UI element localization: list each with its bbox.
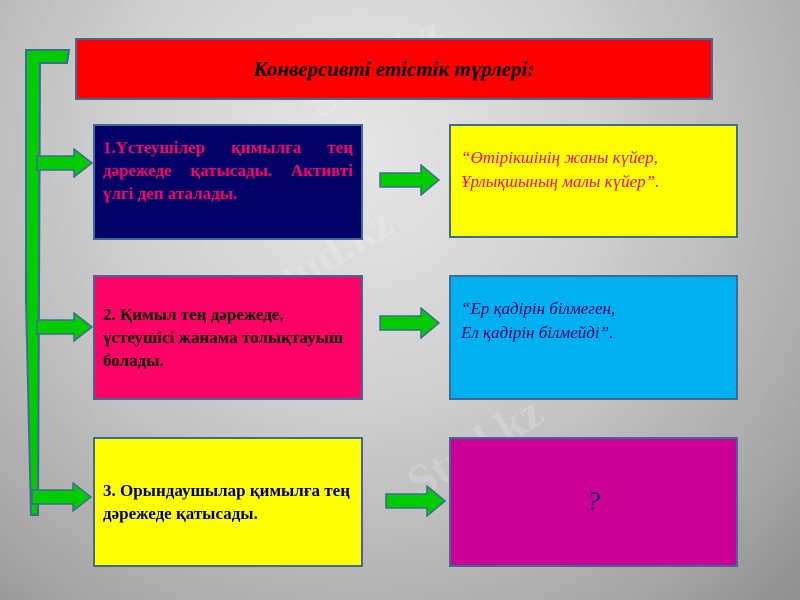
type-box-2: 2. Қимыл тең дәрежеде, үстеушісі жанама … xyxy=(93,275,363,400)
slide-title: Конверсивті етістік түрлері: xyxy=(75,38,713,100)
right-arrow-icon xyxy=(36,312,94,342)
right-arrow-icon xyxy=(31,482,93,512)
example-2-line-2: Ел қадірін білмейді”. xyxy=(461,323,614,342)
example-1-line-1: “Өтірікшінің жаны күйер, xyxy=(461,148,658,167)
question-mark: ? xyxy=(587,487,600,516)
right-arrow-icon xyxy=(385,485,447,517)
example-box-3: ? xyxy=(449,437,738,567)
example-1-line-2: Ұрлықшының малы күйер”. xyxy=(461,172,660,191)
type-box-3-text: 3. Орындаушылар қимылға тең дәрежеде қат… xyxy=(103,481,350,523)
example-2-line-1: “Ер қадірін білмеген, xyxy=(461,299,616,318)
type-box-2-text: 2. Қимыл тең дәрежеде, үстеушісі жанама … xyxy=(103,305,344,370)
right-arrow-icon xyxy=(379,307,441,339)
example-box-2: “Ер қадірін білмеген, Ел қадірін білмейд… xyxy=(449,275,738,400)
right-arrow-icon xyxy=(379,164,441,196)
example-box-1: “Өтірікшінің жаны күйер, Ұрлықшының малы… xyxy=(449,124,738,238)
right-arrow-icon xyxy=(36,148,94,178)
type-box-3: 3. Орындаушылар қимылға тең дәрежеде қат… xyxy=(93,437,363,567)
type-box-1: 1.Үстеушілер қимылға тең дәрежеде қатыса… xyxy=(93,124,363,240)
